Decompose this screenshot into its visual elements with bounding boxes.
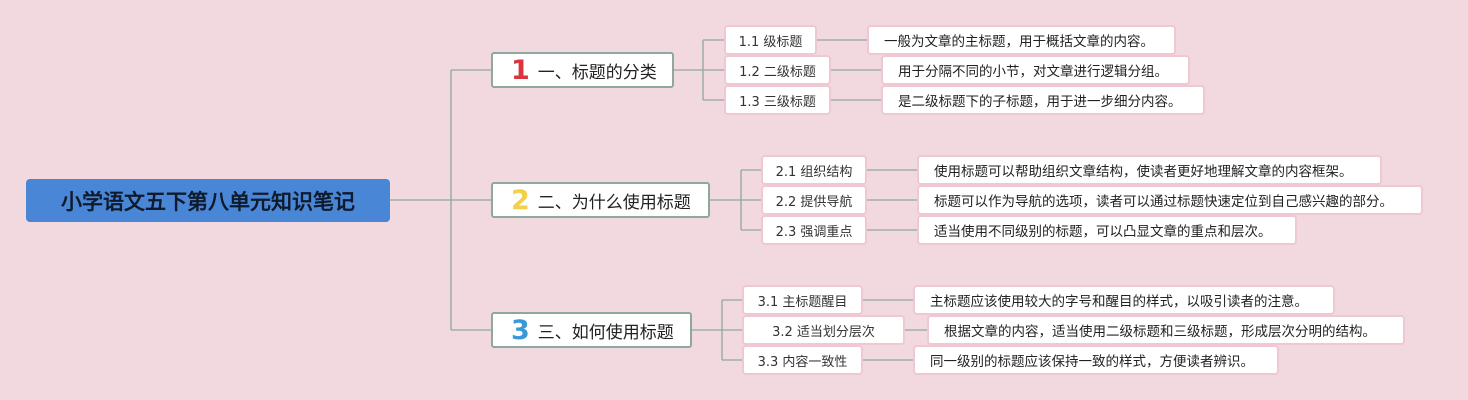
subtopic-label: 2.2 提供导航 <box>775 194 853 210</box>
detail-text: 同一级别的标题应该保持一致的样式，方便读者辨识。 <box>930 354 1254 370</box>
detail-text: 主标题应该使用较大的字号和醒目的样式，以吸引读者的注意。 <box>930 294 1308 310</box>
detail-node[interactable]: 用于分隔不同的小节，对文章进行逻辑分组。 <box>881 55 1190 85</box>
subtopic-label: 3.2 适当划分层次 <box>772 324 875 340</box>
subtopic-node[interactable]: 2.2 提供导航 <box>761 185 867 215</box>
subtopic-node[interactable]: 1.2 二级标题 <box>724 55 831 85</box>
subtopic-label: 1.1 级标题 <box>738 34 803 50</box>
topic-label: 一、标题的分类 <box>537 62 657 83</box>
detail-node[interactable]: 使用标题可以帮助组织文章结构，使读者更好地理解文章的内容框架。 <box>917 155 1382 185</box>
detail-node[interactable]: 主标题应该使用较大的字号和醒目的样式，以吸引读者的注意。 <box>913 285 1335 315</box>
detail-node[interactable]: 适当使用不同级别的标题，可以凸显文章的重点和层次。 <box>917 215 1297 245</box>
number-3-icon: 3 <box>511 314 530 346</box>
detail-node[interactable]: 同一级别的标题应该保持一致的样式，方便读者辨识。 <box>913 345 1279 375</box>
subtopic-label: 3.3 内容一致性 <box>757 354 848 370</box>
detail-text: 是二级标题下的子标题，用于进一步细分内容。 <box>898 94 1182 110</box>
subtopic-label: 2.3 强调重点 <box>775 224 853 240</box>
detail-node[interactable]: 标题可以作为导航的选项，读者可以通过标题快速定位到自己感兴趣的部分。 <box>917 185 1423 215</box>
root-label: 小学语文五下第八单元知识笔记 <box>61 189 355 214</box>
detail-text: 适当使用不同级别的标题，可以凸显文章的重点和层次。 <box>934 224 1272 240</box>
detail-node[interactable]: 根据文章的内容，适当使用二级标题和三级标题，形成层次分明的结构。 <box>927 315 1405 345</box>
detail-text: 用于分隔不同的小节，对文章进行逻辑分组。 <box>898 64 1168 80</box>
detail-node[interactable]: 一般为文章的主标题，用于概括文章的内容。 <box>867 25 1176 55</box>
detail-node[interactable]: 是二级标题下的子标题，用于进一步细分内容。 <box>881 85 1205 115</box>
subtopic-label: 1.3 三级标题 <box>739 94 816 110</box>
detail-text: 一般为文章的主标题，用于概括文章的内容。 <box>884 34 1154 50</box>
subtopic-node[interactable]: 3.3 内容一致性 <box>742 345 863 375</box>
topic-label: 三、如何使用标题 <box>537 322 674 343</box>
topic-node-2[interactable]: 2 二、为什么使用标题 <box>491 182 710 218</box>
detail-text: 根据文章的内容，适当使用二级标题和三级标题，形成层次分明的结构。 <box>944 324 1376 340</box>
detail-text: 使用标题可以帮助组织文章结构，使读者更好地理解文章的内容框架。 <box>934 164 1353 180</box>
number-1-icon: 1 <box>511 54 530 86</box>
topic-node-3[interactable]: 3 三、如何使用标题 <box>491 312 692 348</box>
subtopic-node[interactable]: 3.2 适当划分层次 <box>742 315 905 345</box>
subtopic-label: 1.2 二级标题 <box>739 64 816 80</box>
detail-text: 标题可以作为导航的选项，读者可以通过标题快速定位到自己感兴趣的部分。 <box>934 194 1393 210</box>
subtopic-node[interactable]: 2.1 组织结构 <box>761 155 867 185</box>
subtopic-label: 3.1 主标题醒目 <box>757 294 848 310</box>
subtopic-node[interactable]: 1.3 三级标题 <box>724 85 831 115</box>
root-node[interactable]: 小学语文五下第八单元知识笔记 <box>26 179 390 222</box>
subtopic-node[interactable]: 1.1 级标题 <box>724 25 817 55</box>
subtopic-node[interactable]: 3.1 主标题醒目 <box>742 285 863 315</box>
subtopic-node[interactable]: 2.3 强调重点 <box>761 215 867 245</box>
topic-label: 二、为什么使用标题 <box>537 192 691 213</box>
number-2-icon: 2 <box>511 184 530 216</box>
topic-node-1[interactable]: 1 一、标题的分类 <box>491 52 674 88</box>
subtopic-label: 2.1 组织结构 <box>775 164 853 180</box>
